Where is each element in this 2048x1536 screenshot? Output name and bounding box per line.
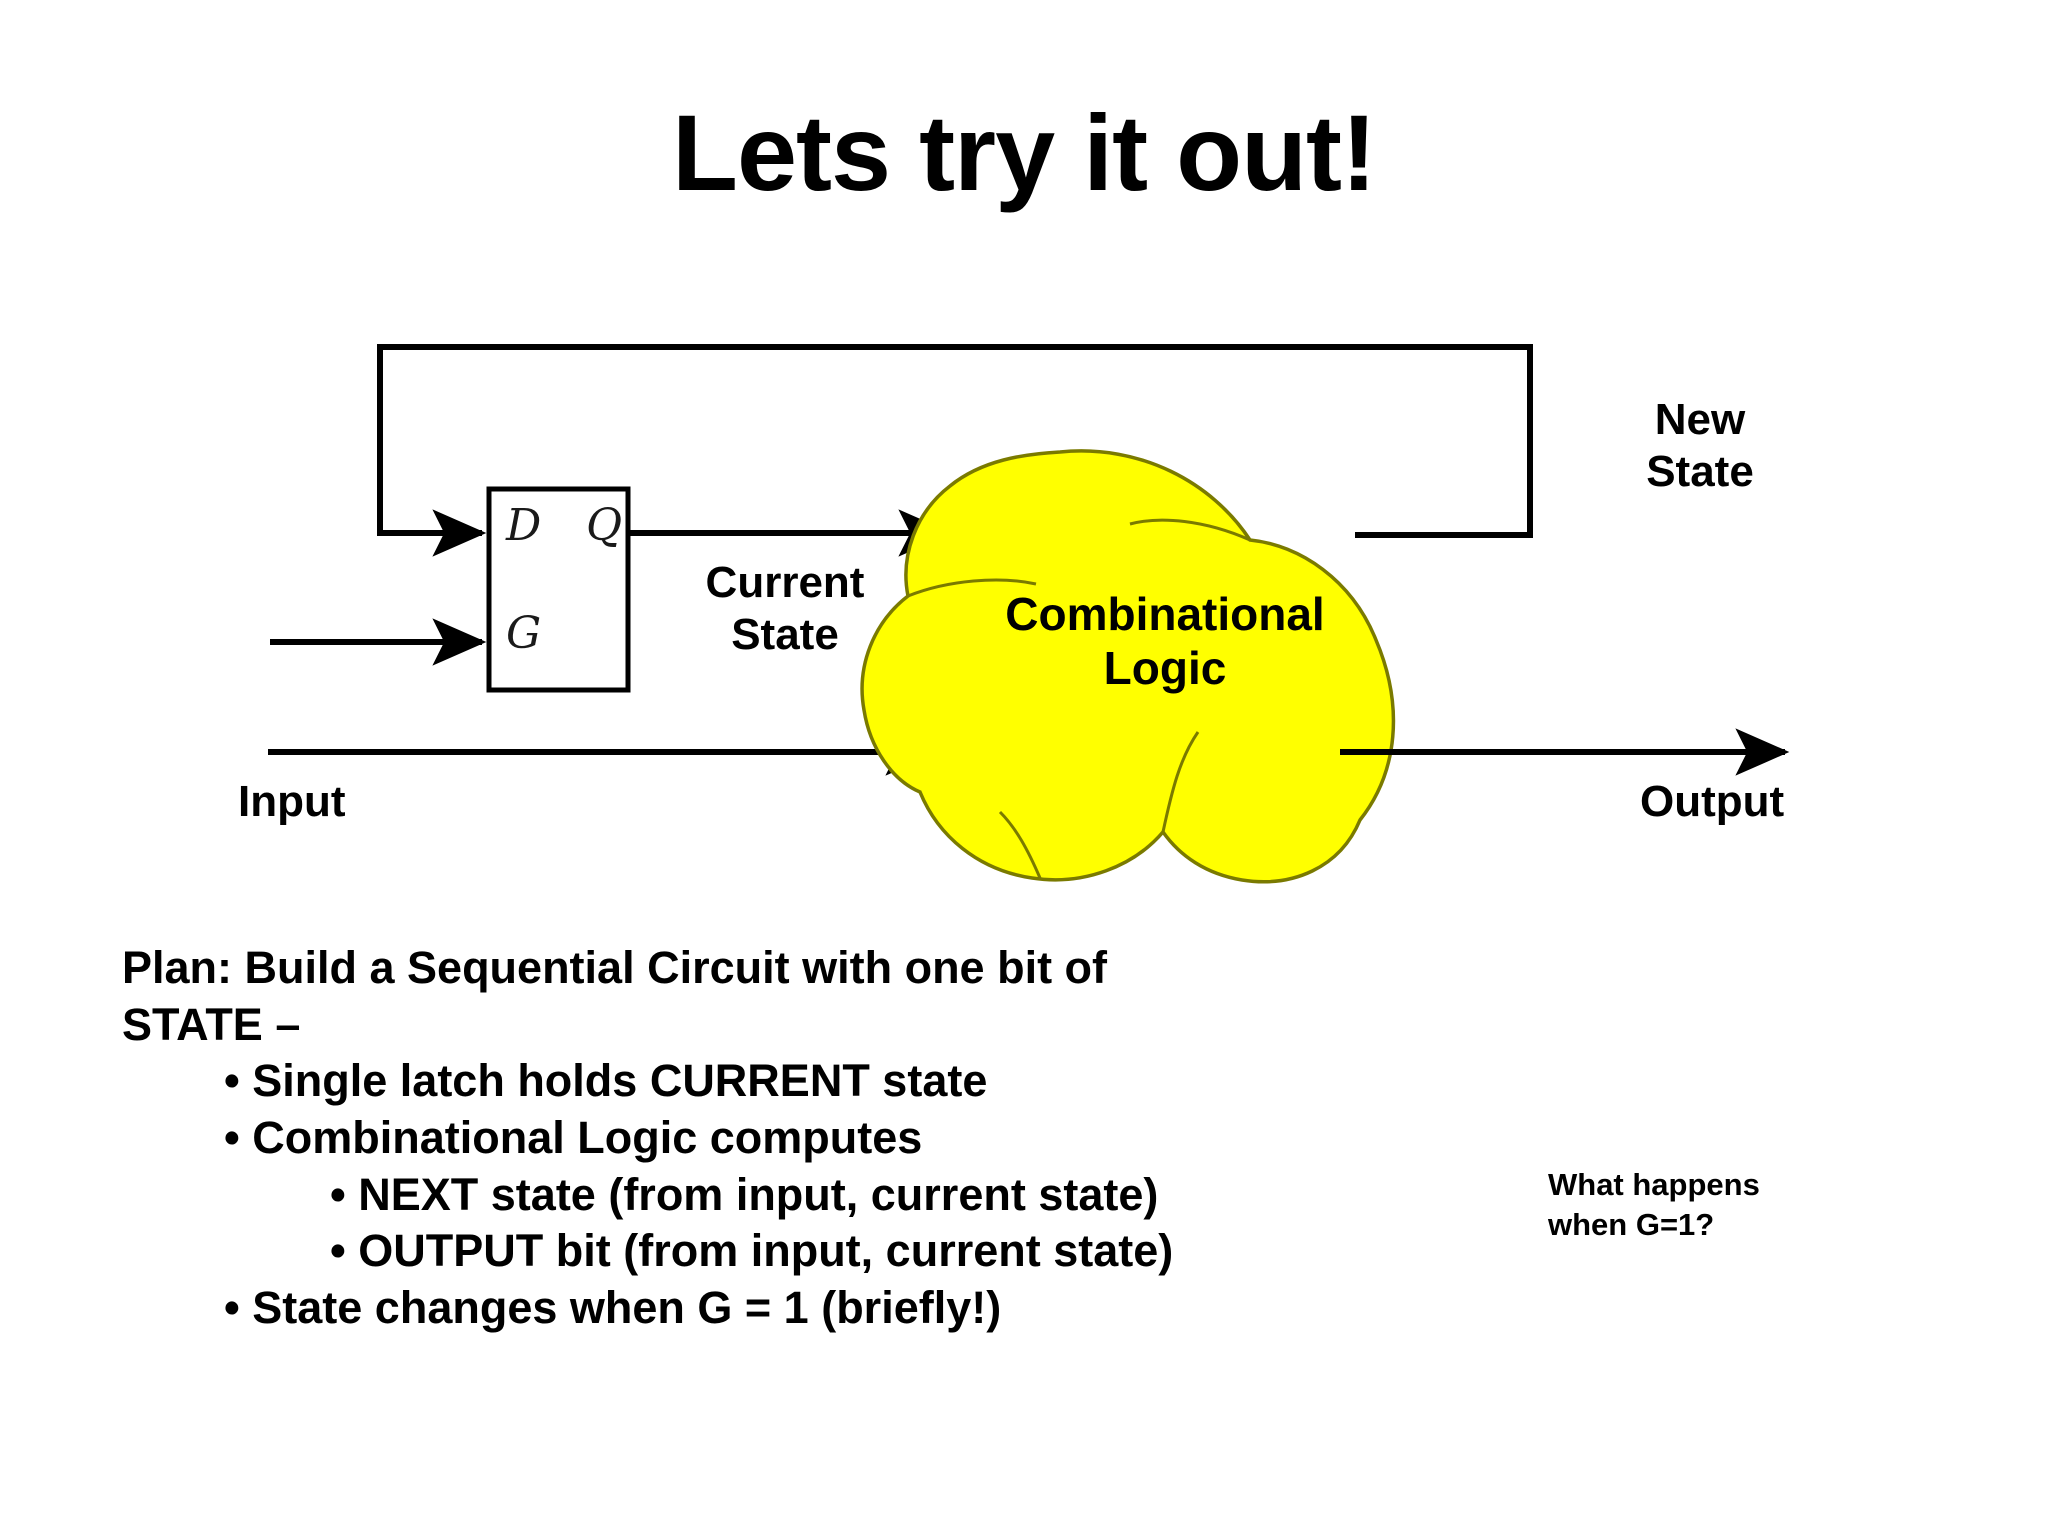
new-state-label: New State xyxy=(1570,394,1830,498)
combinational-logic-blob xyxy=(860,449,1396,884)
new-state-line-1: New xyxy=(1654,395,1746,444)
combinational-logic-line-2: Logic xyxy=(1103,642,1227,695)
feedback-loop-path xyxy=(377,344,1533,557)
bullet-dot-icon: • xyxy=(330,1225,359,1277)
bullet-item: • NEXT state (from input, current state) xyxy=(122,1167,1522,1224)
latch-port-g-label: G xyxy=(506,608,542,659)
plan-line-2: STATE – xyxy=(122,998,301,1050)
latch-port-d-label: D xyxy=(506,500,542,551)
combinational-logic-label: Combinational Logic xyxy=(940,587,1390,696)
plan-line-1: Plan: Build a Sequential Circuit with on… xyxy=(122,942,1108,993)
bullet-item: • Combinational Logic computes xyxy=(122,1110,1522,1167)
bullet-dot-icon: • xyxy=(224,1282,253,1334)
side-note-line-2: when G=1? xyxy=(1548,1207,1715,1243)
side-note: What happens when G=1? xyxy=(1548,1165,1878,1246)
bullet-text: NEXT state (from input, current state) xyxy=(358,1168,1159,1220)
plan-text-block: Plan: Build a Sequential Circuit with on… xyxy=(122,940,1522,1337)
bullet-text: Single latch holds CURRENT state xyxy=(252,1055,988,1107)
combinational-logic-line-1: Combinational xyxy=(1005,588,1325,640)
bullet-dot-icon: • xyxy=(224,1112,253,1164)
latch-box xyxy=(486,486,631,693)
bullet-dot-icon: • xyxy=(224,1055,253,1107)
new-state-line-2: State xyxy=(1646,446,1754,496)
input-label: Input xyxy=(238,777,346,826)
bullet-text: OUTPUT bit (from input, current state) xyxy=(358,1225,1174,1277)
output-label: Output xyxy=(1640,777,1785,826)
side-note-line-1: What happens xyxy=(1548,1167,1760,1202)
current-state-label: Current State xyxy=(640,557,930,661)
bullet-item: • State changes when G = 1 (briefly!) xyxy=(122,1280,1522,1337)
bullet-item: • OUTPUT bit (from input, current state) xyxy=(122,1223,1522,1280)
bullet-dot-icon: • xyxy=(330,1168,359,1220)
current-state-line-1: Current xyxy=(705,558,865,607)
bullet-text: Combinational Logic computes xyxy=(252,1112,923,1164)
latch-port-q-label: Q xyxy=(586,500,623,551)
bullet-list: • Single latch holds CURRENT state• Comb… xyxy=(122,1053,1522,1336)
current-state-line-2: State xyxy=(731,609,839,659)
page-title: Lets try it out! xyxy=(672,92,1377,213)
bullet-text: State changes when G = 1 (briefly!) xyxy=(252,1282,1002,1334)
bullet-item: • Single latch holds CURRENT state xyxy=(122,1053,1522,1110)
